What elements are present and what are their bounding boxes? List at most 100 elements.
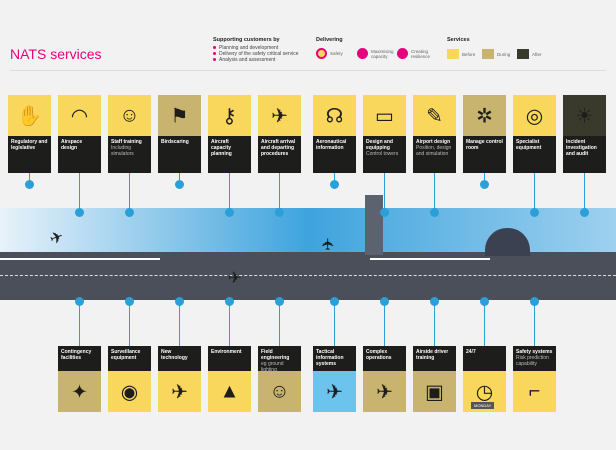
service-card[interactable]: New technology ✈ [158, 346, 201, 412]
screen-icon: ✈ [171, 381, 188, 403]
card-subtitle: Control towers [366, 151, 399, 157]
plane-icon: ✈ [271, 105, 288, 127]
aircraft-icon: ✈ [326, 381, 343, 403]
legend-label: During [497, 51, 511, 57]
card-label: Specialist equipment [513, 136, 556, 173]
card-title: Field engineering [261, 349, 290, 361]
card-title: Safety systems [516, 349, 553, 355]
service-card[interactable]: Environment ▲ [208, 346, 251, 412]
connector-line [129, 300, 130, 346]
service-card[interactable]: ☊ Aeronautical information [313, 95, 356, 173]
connector-line [229, 173, 230, 210]
card-illustration: ▣ [413, 371, 456, 412]
service-card[interactable]: ☀ Incident investigation and audit [563, 95, 606, 173]
service-card[interactable]: Surveillance equipment ◉ [108, 346, 151, 412]
service-card[interactable]: ✲ Manage control room [463, 95, 506, 173]
services-heading-text: Services [447, 37, 470, 43]
service-card[interactable]: ✋ Regulatory and legislative [8, 95, 51, 173]
connector-dot [175, 297, 184, 306]
card-label: Tactical information systems [313, 346, 356, 371]
card-label: Surveillance equipment [108, 346, 151, 371]
supporting-item: Analysis and assessment [213, 57, 298, 63]
card-title: Contingency facilities [61, 349, 92, 361]
connector-dot [330, 180, 339, 189]
connector-dot [75, 297, 84, 306]
card-title: Tactical information systems [316, 349, 344, 367]
card-title: Aircraft capacity planning [211, 139, 232, 157]
card-title: Complex operations [366, 349, 392, 361]
service-card[interactable]: Contingency facilities ✦ [58, 346, 101, 412]
supporting-item: Planning and development [213, 45, 298, 51]
delivering-heading: Delivering [316, 37, 343, 45]
pistol-icon: ⚑ [170, 105, 189, 127]
service-card[interactable]: ✈ Aircraft arrival and departing procedu… [258, 95, 301, 173]
service-after: After [517, 49, 542, 59]
airport-ground [0, 252, 616, 300]
service-card[interactable]: ◎ Specialist equipment [513, 95, 556, 173]
card-illustration: ✦ [58, 371, 101, 412]
connector-dot [430, 208, 439, 217]
card-illustration: ◷MONDAY [463, 371, 506, 412]
during-swatch [482, 49, 494, 59]
card-title: Airspace design [61, 139, 83, 151]
connector-dot [225, 208, 234, 217]
card-subtitle: eg ground lighting [261, 361, 284, 373]
card-title: Incident investigation and audit [566, 139, 597, 157]
screen-icon: ✈ [376, 381, 393, 403]
connector-line [79, 173, 80, 210]
card-illustration: ☊ [313, 95, 356, 136]
service-card[interactable]: ⚷ Aircraft capacity planning [208, 95, 251, 173]
card-title: New technology [161, 349, 188, 361]
delivering-resilience: Creating resilience [397, 48, 433, 59]
trees-icon: ▲ [219, 380, 240, 402]
plane-icon: ✈ [228, 270, 242, 287]
card-title: Airside driver training [416, 349, 449, 361]
card-label: Incident investigation and audit [563, 136, 606, 173]
clock-icon: ◷ [475, 381, 494, 403]
target-icon: ◎ [525, 105, 544, 127]
connector-line [334, 173, 335, 183]
stairs-icon: ⌐ [528, 380, 541, 402]
delivering-heading-text: Delivering [316, 37, 343, 43]
hangar [485, 228, 530, 256]
card-label: Complex operations [363, 346, 406, 371]
connector-line [29, 173, 30, 183]
connector-dot [380, 208, 389, 217]
connector-line [229, 300, 230, 346]
card-title: Birdscaring [161, 139, 189, 145]
service-card[interactable]: 24/7 ◷MONDAY [463, 346, 506, 412]
torch-icon: ✦ [71, 381, 88, 403]
legend-label: Before [462, 51, 476, 57]
service-card[interactable]: Tactical information systems ✈ [313, 346, 356, 412]
delivering-safety: Safety [316, 48, 343, 59]
card-title: Design and equipping [366, 139, 393, 151]
service-during: During [482, 49, 510, 59]
page-title: NATS services [10, 46, 102, 62]
connector-dot [275, 208, 284, 217]
key-icon: ⚷ [222, 105, 237, 127]
connector-line [79, 300, 80, 346]
legend-label: Safety [330, 51, 343, 56]
resilience-icon [397, 48, 408, 59]
connector-dot [480, 180, 489, 189]
connector-line [484, 173, 485, 183]
service-before: Before [447, 49, 475, 59]
card-label: Regulatory and legislative [8, 136, 51, 173]
connector-dot [530, 208, 539, 217]
service-card[interactable]: ⚑ Birdscaring [158, 95, 201, 173]
card-title: Staff training [111, 139, 142, 145]
card-label: New technology [158, 346, 201, 371]
service-card[interactable]: Complex operations ✈ [363, 346, 406, 412]
card-label: Aeronautical information [313, 136, 356, 173]
card-subtitle: Position, design and simulation [416, 145, 452, 157]
service-card[interactable]: ◠ Airspace design [58, 95, 101, 173]
service-card[interactable]: Airside driver training ▣ [413, 346, 456, 412]
connector-line [484, 300, 485, 346]
